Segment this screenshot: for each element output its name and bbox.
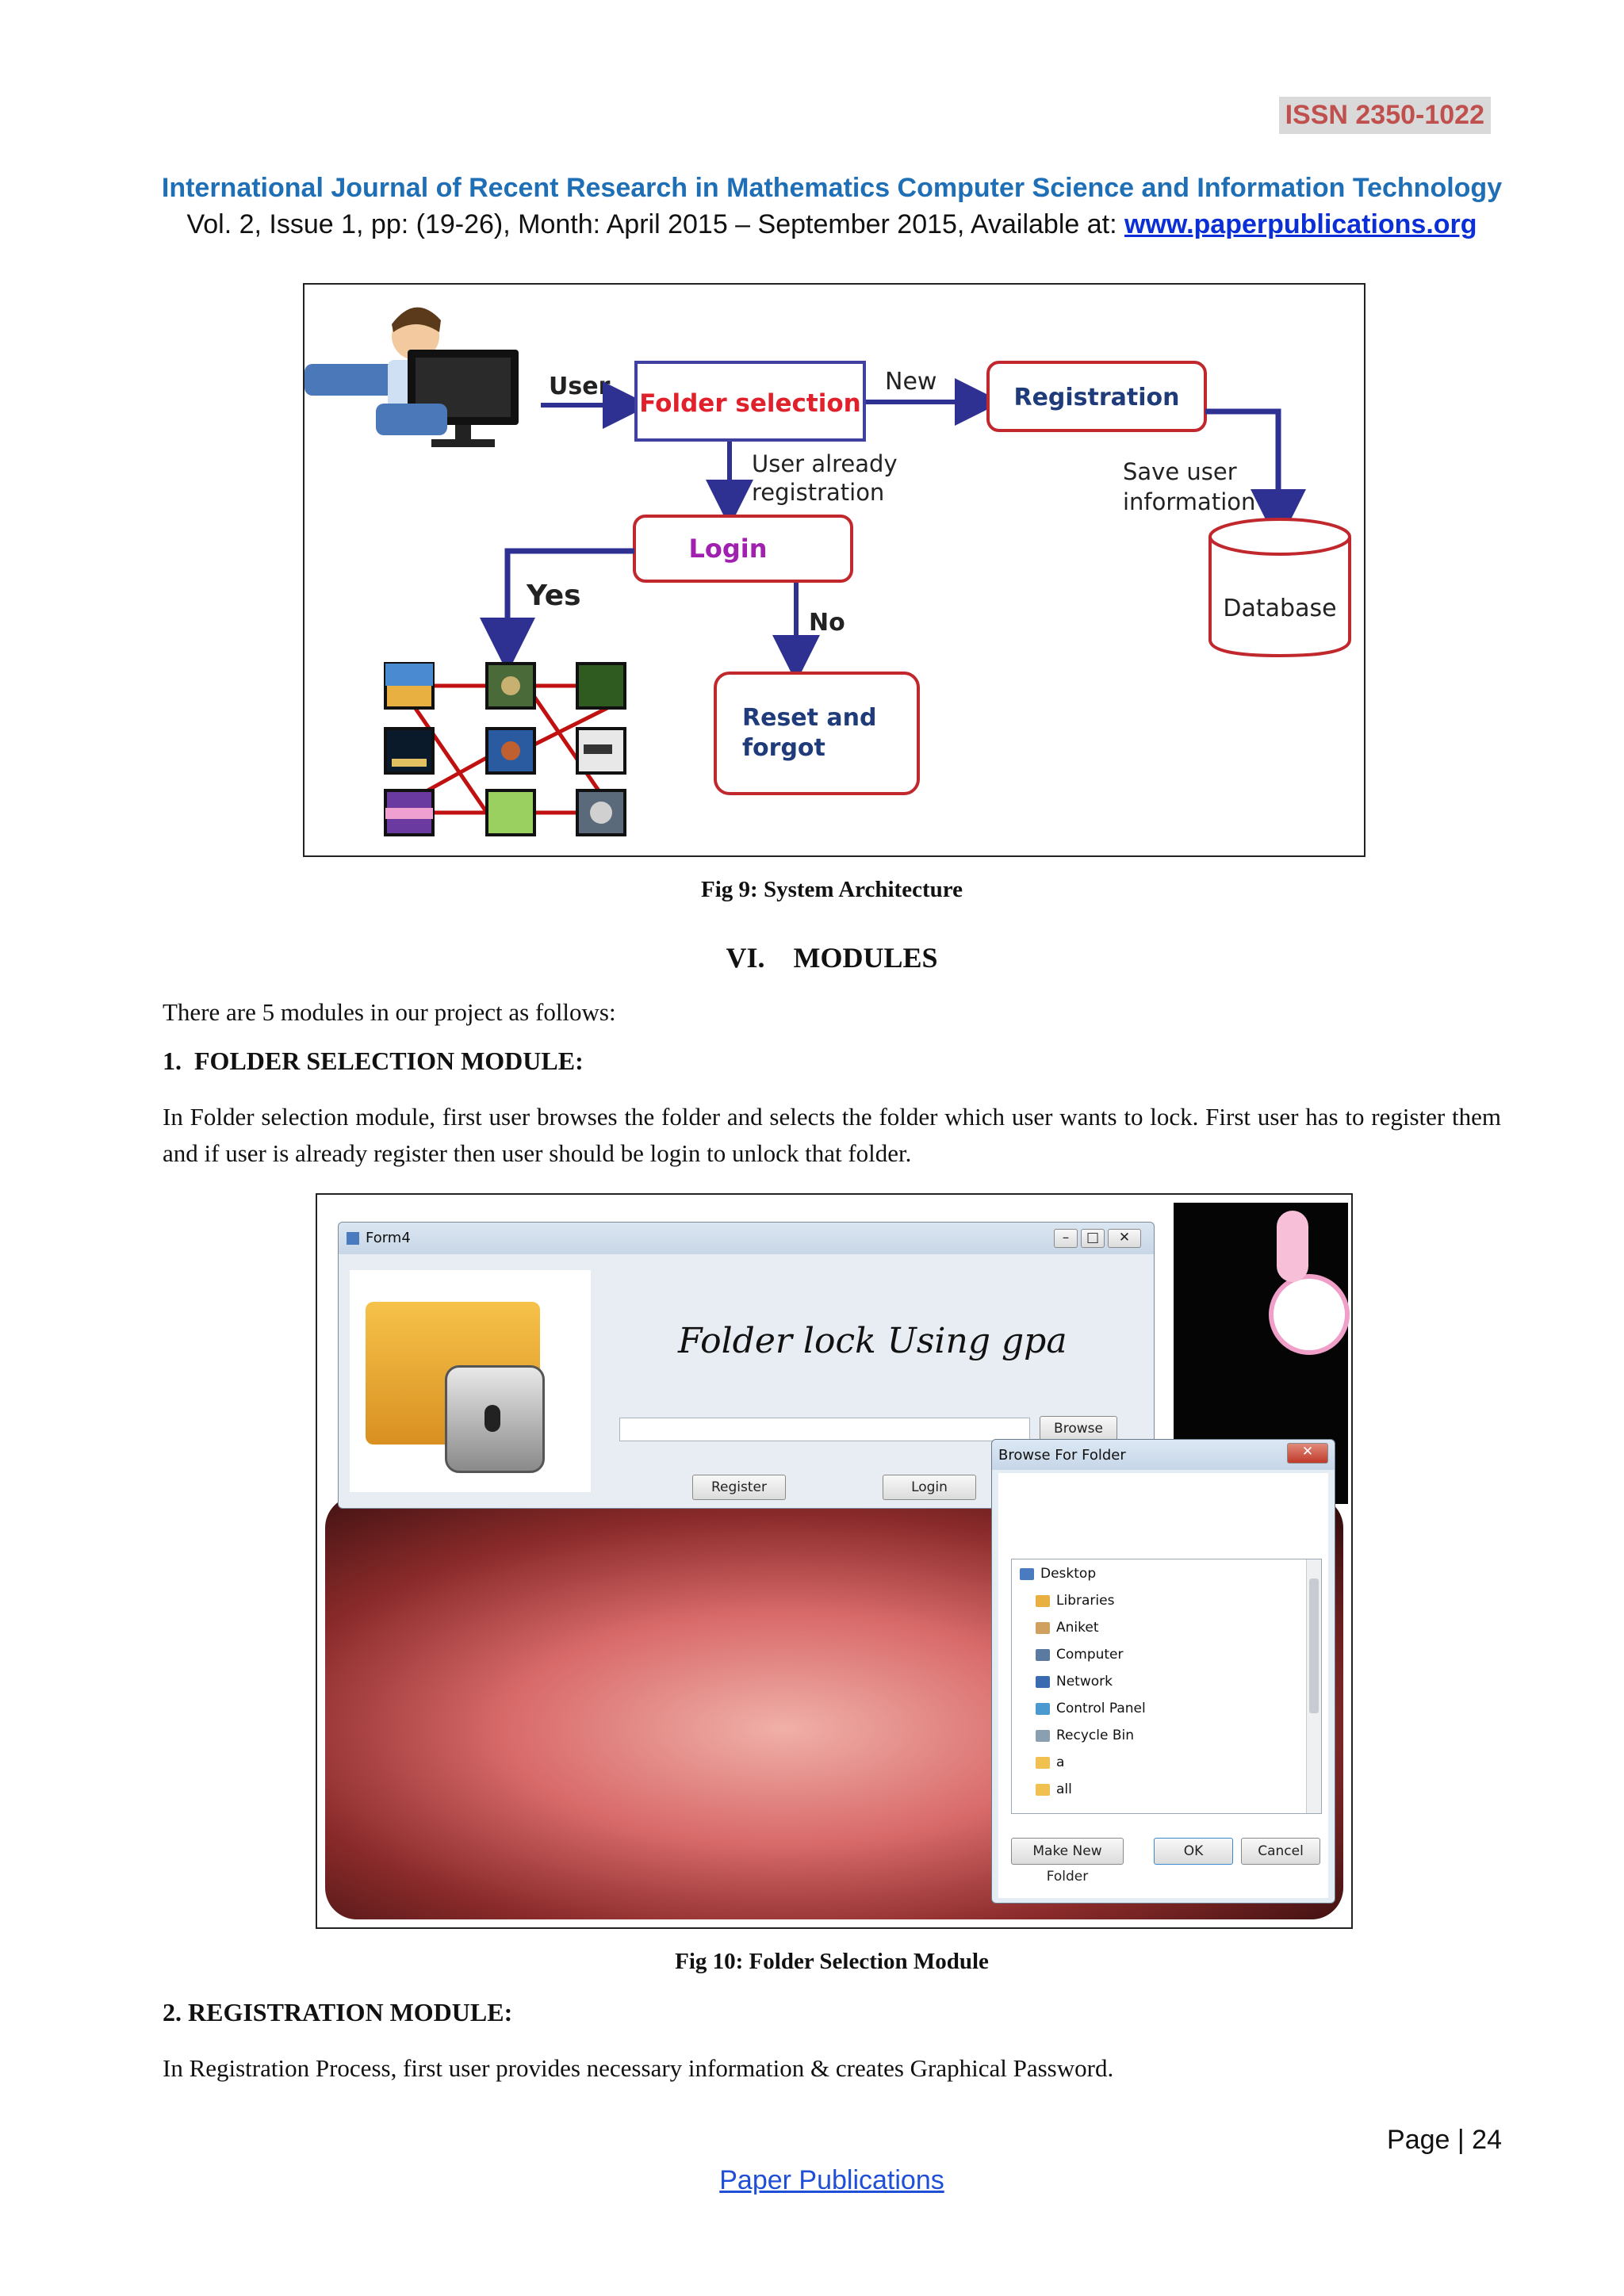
reset-label-1: Reset and [742,704,877,732]
new-label: New [885,368,936,396]
form4-app-icon [347,1232,359,1245]
tree-item-desktop[interactable]: Desktop [1020,1566,1096,1582]
section-heading-modules: VI. MODULES [726,942,938,974]
tree-item-aniket[interactable]: Aniket [1036,1620,1099,1636]
maximize-button[interactable]: □ [1081,1229,1105,1248]
browse-button[interactable]: Browse [1040,1416,1117,1441]
journal-url-link[interactable]: www.paperpublications.org [1124,209,1477,239]
tree-item-computer[interactable]: Computer [1036,1647,1124,1663]
close-button[interactable]: ✕ [1108,1229,1141,1248]
image-thumbnails [384,662,626,836]
register-button[interactable]: Register [692,1475,786,1500]
cancel-button[interactable]: Cancel [1241,1838,1320,1865]
login-button[interactable]: Login [883,1475,976,1500]
control-panel-icon [1036,1702,1050,1715]
arrow-login-to-images [480,548,634,673]
reset-label-2: forgot [742,734,825,762]
module2-heading: 2. REGISTRATION MODULE: [163,1998,513,2026]
publisher-link[interactable]: Paper Publications [719,2165,944,2195]
volume-text: Vol. 2, Issue 1, pp: (19-26), Month: Apr… [186,209,1124,239]
architecture-diagram: User Folder selection New Registration S… [304,307,1351,836]
login-label: Login [688,534,767,564]
issn-label: ISSN 2350-1022 [1278,97,1491,134]
tree-scrollbar-thumb[interactable] [1309,1578,1319,1713]
page-number: Page | 24 [1387,2125,1502,2155]
recycle-bin-icon [1036,1729,1050,1742]
dialog-title: Browse For Folder [998,1447,1126,1464]
registration-box [986,361,1207,432]
reset-forgot-box [714,672,920,795]
clock-icon [1269,1274,1350,1355]
folder-lock-image [350,1270,591,1492]
desktop-icon [1020,1567,1034,1580]
folder-icon-a [1036,1756,1050,1769]
minimize-button[interactable]: – [1054,1229,1078,1248]
user-label: User [549,373,611,400]
folder-selection-figure: Form4 – □ ✕ Folder lock Using gpa Browse… [316,1193,1353,1929]
save-label-2: information [1123,488,1255,515]
arrow-registration-to-database [1205,408,1306,545]
tree-item-libraries[interactable]: Libraries [1036,1593,1114,1609]
fig9-caption: Fig 9: System Architecture [701,877,963,902]
form4-titlebar [339,1223,1154,1254]
network-icon [1036,1675,1050,1688]
keyhole-icon [485,1405,500,1432]
modules-intro: There are 5 modules in our project as fo… [163,998,616,1026]
database-label: Database [1223,595,1336,622]
registration-label: Registration [1013,384,1179,411]
module1-text: In Folder selection module, first user b… [163,1103,1501,1167]
folder-selection-label: Folder selection [639,389,860,418]
browse-folder-dialog: Browse For Folder ✕ Desktop Libraries An… [991,1439,1335,1904]
user-folder-icon [1036,1621,1050,1634]
no-label: No [809,609,845,637]
padlock-icon [445,1365,545,1473]
dialog-close-button[interactable]: ✕ [1287,1443,1328,1464]
user-computer-icon [304,307,519,447]
folder-path-input[interactable] [619,1418,1030,1441]
form4-window: Form4 – □ ✕ Folder lock Using gpa Browse… [338,1222,1155,1509]
volume-line: Vol. 2, Issue 1, pp: (19-26), Month: Apr… [0,209,1624,240]
ok-button[interactable]: OK [1154,1838,1233,1865]
computer-icon [1036,1648,1050,1661]
database-cylinder [1208,518,1351,658]
form4-title: Form4 [366,1230,411,1246]
folder-selection-box [634,361,866,442]
folder-icon-all [1036,1783,1050,1796]
module1-heading: 1. FOLDER SELECTION MODULE: [163,1047,584,1075]
fig10-caption: Fig 10: Folder Selection Module [675,1949,989,1974]
app-title: Folder lock Using gpa [678,1321,1067,1361]
journal-title: International Journal of Recent Research… [161,173,1503,203]
already-label-1: User already [752,450,898,477]
tree-item-all[interactable]: all [1036,1781,1072,1797]
save-label-1: Save user [1123,458,1237,485]
system-architecture-figure: User Folder selection New Registration S… [303,283,1365,857]
tree-item-recycle-bin[interactable]: Recycle Bin [1036,1728,1134,1743]
yes-label: Yes [526,580,581,612]
tree-item-network[interactable]: Network [1036,1674,1113,1689]
already-label-2: registration [752,479,884,506]
dialog-titlebar [992,1440,1335,1470]
rabbit-icon [1277,1211,1308,1282]
tree-item-a[interactable]: a [1036,1755,1064,1770]
module2-text: In Registration Process, first user prov… [163,2054,1114,2082]
libraries-icon [1036,1594,1050,1607]
tree-item-control-panel[interactable]: Control Panel [1036,1701,1146,1716]
folder-tree[interactable]: Desktop Libraries Aniket Computer Networ… [1011,1559,1322,1814]
make-new-folder-button[interactable]: Make New Folder [1011,1838,1124,1885]
